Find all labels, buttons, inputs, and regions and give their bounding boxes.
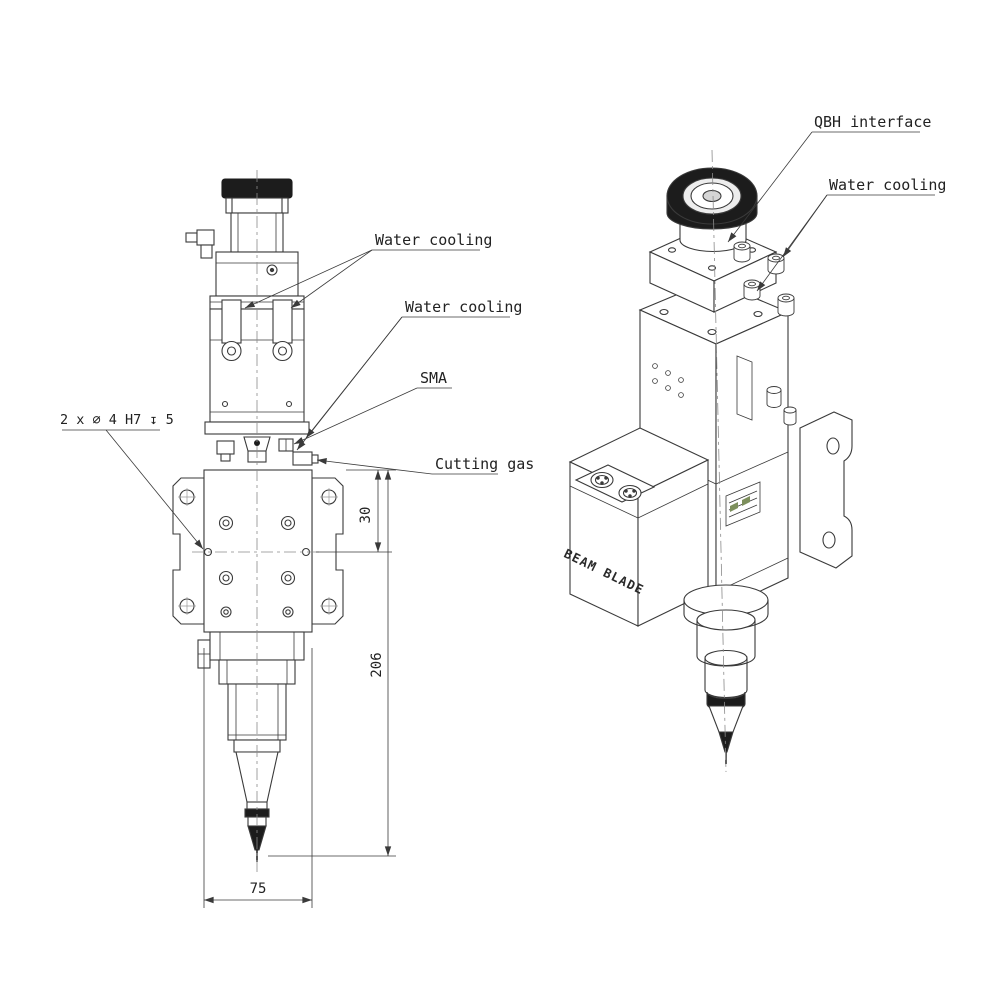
front-annotations: 2 x ⌀ 4 H7 ↧ 5 Water cooling Water cooli…: [60, 231, 534, 550]
isometric-view: BEAM BLADE: [562, 149, 853, 773]
right-face-slot: [736, 355, 753, 421]
leader-qbh: [727, 131, 813, 243]
cutting-gas-fitting: [292, 451, 313, 466]
leader-hole-callout: [105, 429, 204, 550]
leader-wc-upper-1: [244, 249, 373, 309]
iso-centerline: [711, 149, 727, 773]
qbh-label: QBH interface: [814, 113, 931, 131]
plate-bolt-holes: [203, 515, 311, 618]
connector-row: [216, 436, 319, 466]
front-view: [172, 170, 344, 872]
leader-cutting-gas: [316, 457, 433, 475]
iso-nozzle-tip: [718, 731, 734, 753]
iso-nozzle-stack: [683, 584, 769, 764]
water-cooling-upper-label: Water cooling: [375, 231, 492, 249]
round-connector-1: [590, 471, 614, 489]
cutting-gas-label: Cutting gas: [435, 455, 534, 473]
vent-holes: [652, 363, 684, 398]
qbh-connector: [666, 167, 758, 253]
wing-holes: [178, 488, 338, 615]
sensor-dot: [254, 440, 260, 446]
iso-annotations: QBH interface Water cooling: [727, 113, 946, 292]
hole-callout-label: 2 x ⌀ 4 H7 ↧ 5: [60, 412, 174, 428]
dim-30: 30: [358, 507, 374, 524]
front-dimensions: [203, 469, 396, 908]
leader-sma: [293, 387, 418, 445]
sma-label: SMA: [420, 369, 447, 387]
plate-right-wing: [311, 477, 344, 625]
mounting-bracket: [799, 411, 853, 569]
water-cooling-iso-label: Water cooling: [829, 176, 946, 194]
leader-wc-iso-2: [756, 194, 828, 292]
leader-wc-lower-2: [296, 316, 403, 451]
leader-wc-upper-2: [290, 249, 373, 309]
control-box: BEAM BLADE: [562, 427, 710, 627]
plate-left-wing: [172, 477, 205, 625]
water-cooling-ports: [221, 299, 293, 362]
dim-206: 206: [369, 652, 385, 677]
elbow-fitting: [185, 229, 215, 259]
water-cooling-lower-label: Water cooling: [405, 298, 522, 316]
front-dimension-texts: 30 206 75: [250, 507, 385, 897]
dim-75: 75: [250, 881, 267, 897]
mounting-plate: [203, 469, 313, 633]
round-connector-2: [618, 484, 642, 502]
rating-label: [725, 481, 761, 527]
